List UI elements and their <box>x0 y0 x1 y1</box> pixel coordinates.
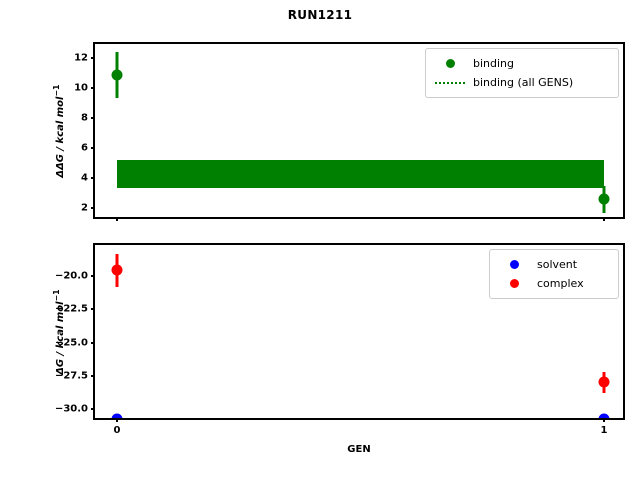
ytick-mark-bottom-27-5 <box>91 375 95 377</box>
ytick-mark-top-12 <box>91 57 95 59</box>
datapoint-complex-gen1 <box>598 376 610 388</box>
legend-label-solvent: solvent <box>537 258 578 271</box>
ytick-mark-top-4 <box>91 177 95 179</box>
datapoint-complex-gen0 <box>111 264 123 276</box>
xtick-mark-bottom-0 <box>116 418 118 422</box>
ytick-mark-bottom-20 <box>91 275 95 277</box>
ytick-label-bottom-20: −20.0 <box>54 270 88 282</box>
ylabel-bottom-main: ΔG / kcal mol <box>55 300 67 375</box>
legend-item-binding[interactable]: binding <box>433 54 610 73</box>
dotted-line-icon <box>435 81 465 84</box>
ytick-mark-bottom-30 <box>91 408 95 411</box>
legend-top-panel[interactable]: binding binding (all GENS) <box>425 48 619 98</box>
ytick-mark-bottom-25 <box>91 341 95 344</box>
ylabel-bottom-exponent: −1 <box>51 288 61 301</box>
legend-label-binding: binding <box>473 57 515 70</box>
xtick-mark-top-1 <box>603 217 605 221</box>
ytick-mark-bottom-22-5 <box>91 308 95 311</box>
ytick-label-top-12: 12 <box>74 52 88 64</box>
plot-area-top <box>95 44 623 217</box>
ytick-label-top-8: 8 <box>81 112 88 124</box>
datapoint-binding-gen0 <box>111 69 123 81</box>
plot-area-bottom <box>95 245 623 418</box>
circle-icon <box>445 59 455 68</box>
ytick-mark-top-8 <box>91 117 95 119</box>
xtick-label-bottom-1: 1 <box>600 425 608 436</box>
circle-icon <box>509 279 519 288</box>
legend-label-complex: complex <box>537 277 584 290</box>
legend-item-solvent[interactable]: solvent <box>497 255 610 274</box>
axes-bottom-panel: −20.0 −22.5 −25.0 −27.5 −30.0 0 1 ΔG / k… <box>52 243 625 455</box>
xtick-mark-top-0 <box>116 217 118 221</box>
ytick-label-top-2: 2 <box>81 202 88 214</box>
ylabel-bottom-panel: ΔG / kcal mol−1 <box>52 252 66 412</box>
datapoint-solvent-gen0 <box>111 413 123 418</box>
ytick-label-top-10: 10 <box>74 82 88 94</box>
ytick-label-top-6: 6 <box>81 142 88 154</box>
xlabel-bottom-panel: GEN <box>347 444 371 455</box>
legend-marker-binding <box>433 59 467 68</box>
legend-marker-binding-all-gens <box>433 81 467 84</box>
ytick-mark-top-6 <box>91 147 95 149</box>
xtick-label-bottom-0: 0 <box>113 425 121 436</box>
ylabel-top-main: ΔΔG / kcal mol <box>55 96 67 178</box>
legend-item-complex[interactable]: complex <box>497 274 610 293</box>
ytick-label-bottom-25: −25.0 <box>54 337 88 349</box>
ytick-label-bottom-30: −30.0 <box>54 403 88 415</box>
axes-top-panel: 12 10 8 6 4 2 ΔΔG / kcal mol−1 <box>52 42 625 221</box>
circle-icon <box>509 260 519 269</box>
datapoint-binding-gen1 <box>598 193 610 205</box>
figure-title: RUN1211 <box>287 8 353 22</box>
xtick-mark-bottom-1 <box>603 418 605 422</box>
ylabel-top-panel: ΔΔG / kcal mol−1 <box>52 51 66 211</box>
ytick-label-top-4: 4 <box>81 172 88 184</box>
ytick-mark-top-10 <box>91 87 95 89</box>
ytick-label-bottom-27-5: −27.5 <box>54 370 88 382</box>
legend-marker-complex <box>497 279 531 288</box>
legend-label-binding-all-gens: binding (all GENS) <box>473 76 574 89</box>
ytick-label-bottom-22-5: −22.5 <box>54 303 88 315</box>
legend-item-binding-all-gens[interactable]: binding (all GENS) <box>433 73 610 92</box>
legend-bottom-panel[interactable]: solvent complex <box>489 249 619 299</box>
datapoint-solvent-gen1 <box>598 413 610 418</box>
ytick-mark-top-2 <box>91 207 95 209</box>
ylabel-top-exponent: −1 <box>51 84 61 97</box>
legend-marker-solvent <box>497 260 531 269</box>
binding-all-gens-band <box>117 159 604 188</box>
